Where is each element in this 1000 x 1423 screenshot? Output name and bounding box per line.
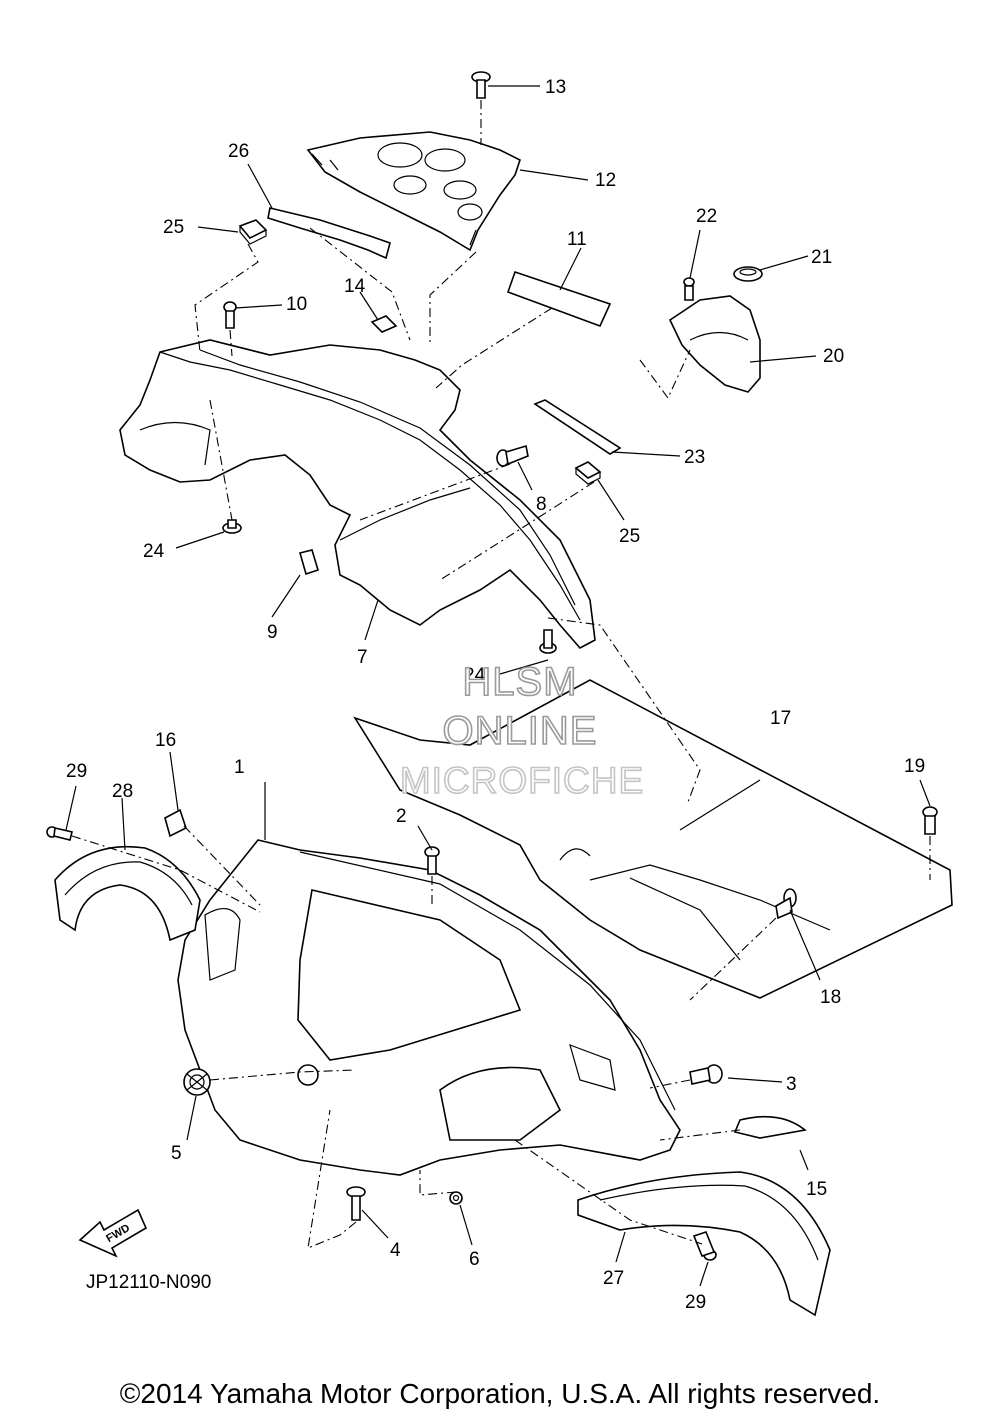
part-5-grommet	[183, 1068, 211, 1096]
fwd-arrow-icon: FWD	[78, 1208, 148, 1258]
part-15-trim	[733, 1115, 807, 1139]
part-1-hull-cover	[177, 839, 681, 1176]
callout-15: 15	[806, 1179, 827, 1200]
callout-9: 9	[267, 622, 278, 643]
callout-28: 28	[112, 781, 133, 802]
part-24-grommet-left	[222, 519, 242, 534]
callout-1: 1	[234, 757, 245, 778]
callout-11: 11	[567, 229, 587, 250]
watermark-line1: HLSM	[462, 660, 577, 704]
callout-10: 10	[286, 294, 307, 315]
watermark-line3: MICROFICHE	[400, 760, 644, 801]
callout-6: 6	[469, 1249, 480, 1270]
part-29-rivet-left	[46, 826, 73, 841]
callout-19: 19	[904, 756, 925, 777]
callout-21: 21	[811, 247, 832, 268]
part-19-rivet	[922, 806, 938, 835]
watermark: HLSM ONLINE MICROFICHE	[399, 659, 644, 802]
leader-lines	[65, 85, 931, 1287]
callout-24-left: 24	[143, 541, 165, 562]
part-11-label	[506, 270, 612, 328]
part-10-rivet	[223, 301, 237, 329]
copyright-notice: ©2014 Yamaha Motor Corporation, U.S.A. A…	[119, 1378, 881, 1409]
callout-12: 12	[595, 170, 616, 191]
part-27-fender-right	[577, 1171, 831, 1317]
callout-17: 17	[770, 708, 791, 729]
part-16-clip	[164, 808, 187, 838]
part-24-grommet-center	[539, 629, 557, 654]
part-3-screw	[689, 1064, 723, 1085]
callout-7: 7	[357, 647, 368, 668]
callout-18: 18	[820, 987, 841, 1008]
callout-25-top: 25	[163, 217, 184, 238]
part-29-rivet-right	[692, 1231, 717, 1261]
part-21-grommet	[733, 266, 763, 282]
part-9-clip	[299, 549, 319, 576]
callout-22: 22	[696, 206, 717, 227]
callout-5: 5	[171, 1143, 182, 1164]
callout-2: 2	[396, 806, 407, 827]
part-7-front-panel	[119, 339, 596, 650]
callout-labels: 1 2 3 4 5 6 7 8 9 10 11 12 13 14 15 16 1…	[66, 77, 925, 1313]
part-18-rivet	[775, 888, 797, 920]
callout-4: 4	[390, 1240, 401, 1261]
watermark-line2: ONLINE	[443, 709, 598, 753]
part-20-cover	[668, 295, 761, 393]
part-28-fender-left	[54, 845, 201, 942]
callout-25-right: 25	[619, 526, 640, 547]
part-23-strip	[533, 399, 622, 455]
callout-3: 3	[786, 1074, 797, 1095]
callout-13: 13	[545, 77, 566, 98]
part-26-strip	[267, 207, 391, 260]
part-6-washer	[449, 1191, 463, 1205]
callout-24-center: 24	[464, 665, 486, 686]
part-25-clip-top	[238, 219, 268, 245]
callout-26: 26	[228, 141, 249, 162]
callout-23: 23	[684, 447, 705, 468]
part-2-rivet	[424, 846, 440, 875]
callout-14: 14	[344, 276, 366, 297]
part-4-bolt	[346, 1186, 366, 1221]
callout-8: 8	[536, 494, 547, 515]
diagram-code: JP12110-N090	[86, 1272, 211, 1293]
part-8-screw	[496, 444, 529, 467]
part-12-tray	[306, 131, 521, 252]
part-22-rivet	[683, 277, 695, 301]
callout-29-left: 29	[66, 761, 87, 782]
assembly-lines	[71, 227, 931, 1249]
part-14-clip	[370, 315, 398, 333]
callout-16: 16	[155, 730, 176, 751]
callout-29-right: 29	[685, 1292, 706, 1313]
part-25-clip-right	[574, 461, 602, 485]
callout-20: 20	[823, 346, 844, 367]
callout-27: 27	[603, 1268, 624, 1289]
part-13-bolt	[471, 71, 491, 145]
